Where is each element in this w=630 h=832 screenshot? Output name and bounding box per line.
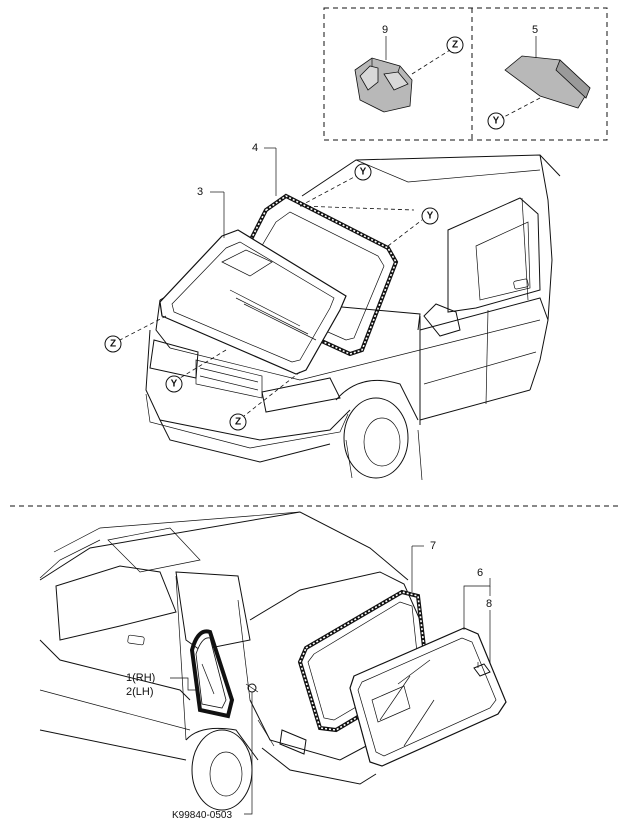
ref-line-y-top [299, 175, 357, 207]
front-wheel [343, 397, 409, 479]
ref-label-y-mid: Y [427, 211, 434, 222]
back-window-glass-part-6 [349, 627, 507, 767]
figure-code: K99840-0503 [172, 810, 232, 821]
callout-1-rh: 1(RH) [126, 672, 155, 684]
callout-7: 7 [430, 540, 436, 552]
ref-line-y-mid [387, 219, 423, 247]
ref-circle-y-low [165, 375, 183, 393]
spacer-block-part-9 [354, 57, 413, 113]
front-car-body [145, 154, 561, 481]
inset-box: 9 Z 5 Y [323, 7, 608, 141]
callout-5: 5 [532, 24, 538, 36]
rear-lamp [279, 729, 307, 755]
ref-label-z-low: Z [235, 417, 241, 428]
windshield-glass-part-3 [159, 229, 347, 375]
rear-car-body [39, 511, 421, 811]
ref-label-y-inset: Y [493, 116, 500, 127]
ref-line-y-low [179, 349, 227, 379]
ref-circle-y-mid [421, 207, 439, 225]
ref-line-z-left [119, 315, 167, 341]
fastener-clip [245, 683, 259, 693]
ref-label-z-inset: Z [452, 40, 458, 51]
leader-1-2 [170, 677, 196, 691]
callout-6: 6 [477, 567, 483, 579]
leader-fastener [244, 692, 253, 815]
headlamp-left [149, 339, 199, 379]
ref-line-9-z [411, 49, 451, 75]
callout-2-lh: 2(LH) [126, 686, 154, 698]
leader-6 [463, 578, 491, 630]
ref-circle-z-low [229, 413, 247, 431]
ref-circle-y-inset [487, 112, 505, 130]
ref-circle-z-left [104, 335, 122, 353]
callout-9: 9 [382, 24, 388, 36]
callout-4: 4 [252, 142, 258, 154]
ref-label-z-left: Z [110, 339, 116, 350]
ref-line-5-y [501, 97, 541, 119]
ref-circle-z-inset [446, 36, 464, 54]
clip-part-8 [473, 662, 491, 677]
ref-label-y-low: Y [171, 379, 178, 390]
spacer-wedge-part-5 [504, 55, 591, 109]
quarter-window-glass-part-1-2 [189, 629, 235, 719]
side-mirror [423, 303, 461, 337]
grille [195, 359, 263, 399]
callout-3: 3 [197, 186, 203, 198]
ref-label-y-top: Y [360, 167, 367, 178]
rear-wheel [191, 729, 253, 811]
callout-8: 8 [486, 598, 492, 610]
ref-line-z-low [243, 371, 301, 417]
ref-circle-y-top [354, 163, 372, 181]
headlamp-right [261, 377, 341, 413]
